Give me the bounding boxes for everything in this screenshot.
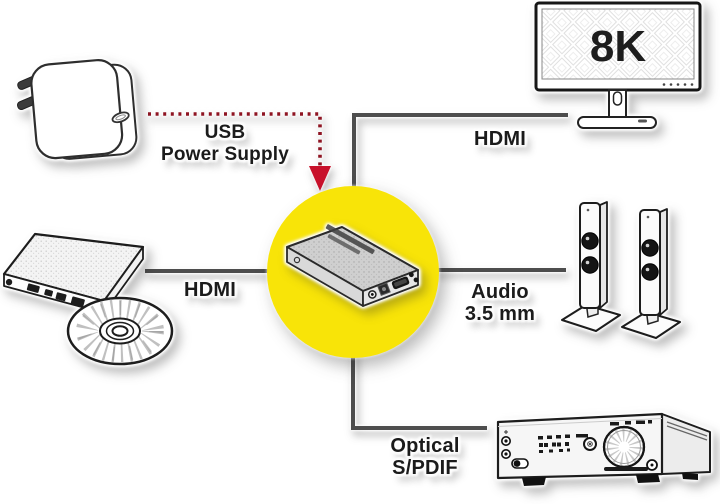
amp-vent-strip xyxy=(604,467,648,471)
speaker-right xyxy=(621,208,681,339)
extractor-side-port xyxy=(293,256,301,264)
audio-label-line2: 3.5 mm xyxy=(464,303,536,325)
dvd-disc-icon xyxy=(66,296,174,366)
optical-spdif-label: Optical S/PDIF xyxy=(377,435,473,479)
speaker-driver-icon xyxy=(641,263,659,281)
adapter-body xyxy=(16,59,138,160)
hdmi-source-label: HDMI xyxy=(184,279,236,301)
monitor-8k-icon: 8K xyxy=(534,1,702,129)
usb-power-adapter-icon xyxy=(16,59,138,160)
screen-8k-label: 8K xyxy=(590,22,646,71)
power-dotted-line xyxy=(148,112,322,167)
extractor-print-label xyxy=(325,224,375,255)
audio-35mm-label: Audio 3.5 mm xyxy=(452,281,548,325)
amp-small-knob-icon xyxy=(583,437,597,451)
monitor-buttons xyxy=(662,83,694,86)
usb-power-supply-label: USB Power Supply xyxy=(155,122,295,166)
optical-label-line2: S/PDIF xyxy=(392,457,458,479)
hdmi-display-label: HDMI xyxy=(474,128,526,150)
amp-feet xyxy=(522,473,698,486)
speaker-driver-icon xyxy=(641,239,659,257)
monitor-stand-base xyxy=(577,116,657,129)
monitor-base-detail xyxy=(638,119,647,123)
dvd-rear-ports xyxy=(5,278,85,308)
power-arrow-icon xyxy=(309,166,331,191)
amp-buttons xyxy=(538,420,652,453)
usb-label-line2: Power Supply xyxy=(160,144,290,165)
extractor-ports xyxy=(367,272,419,299)
speaker-driver-icon xyxy=(581,232,599,250)
speaker-left xyxy=(561,201,621,332)
audio-label-line1: Audio xyxy=(471,281,529,303)
dvd-player-icon xyxy=(2,232,174,366)
amp-front-jacks xyxy=(501,430,529,469)
tower-speakers-icon xyxy=(561,201,681,339)
av-receiver-icon xyxy=(496,412,711,486)
usb-label-line1: USB xyxy=(204,122,246,143)
adapter-front-face xyxy=(30,59,124,160)
speaker-driver-icon xyxy=(581,256,599,274)
usb-c-port-icon xyxy=(111,111,130,124)
monitor-stand-slot xyxy=(612,91,623,106)
optical-label-line1: Optical xyxy=(390,435,460,457)
amp-volume-knob-icon xyxy=(602,425,646,469)
monitor-screen xyxy=(541,8,695,80)
audio-extractor-icon xyxy=(286,224,419,307)
